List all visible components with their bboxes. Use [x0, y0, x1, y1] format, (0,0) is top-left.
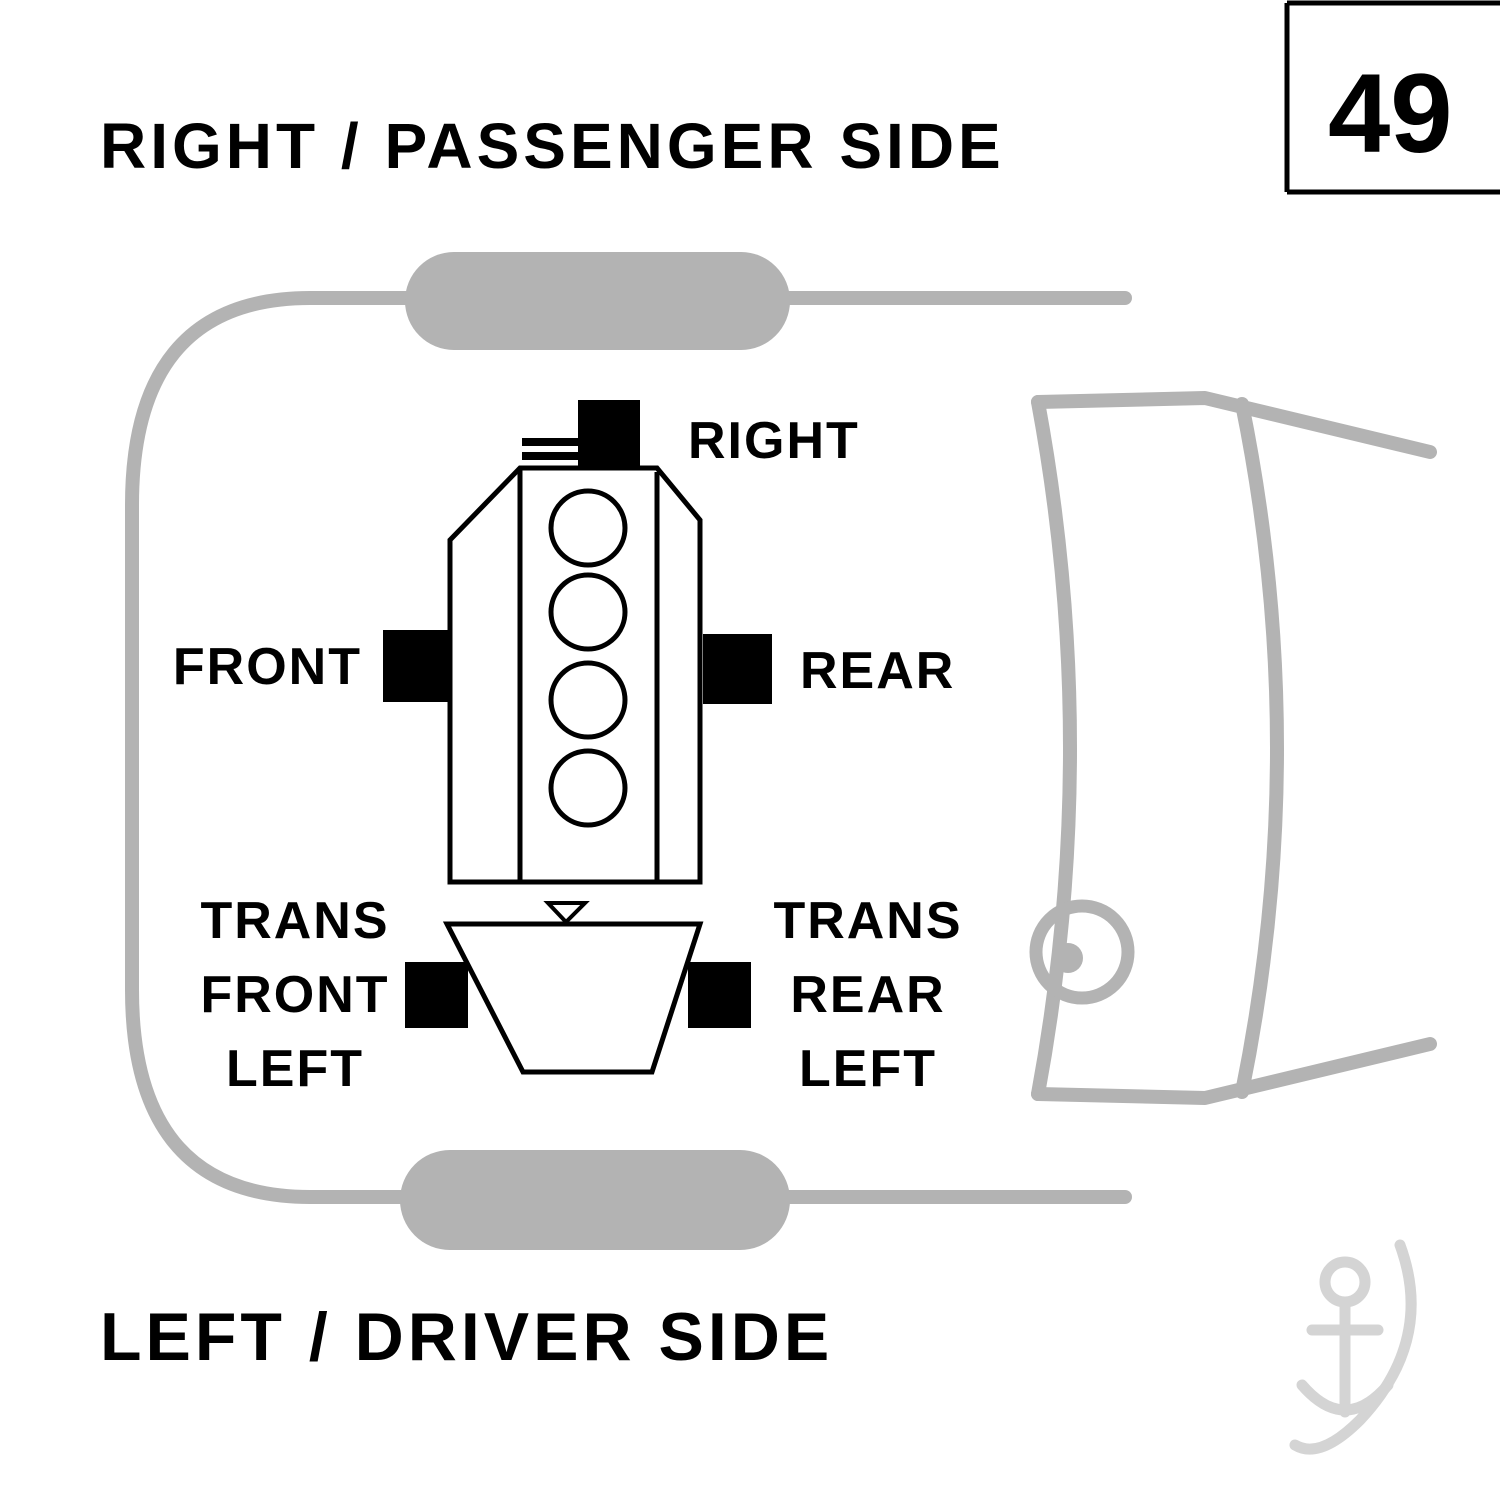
car-bottom-side-line	[1031, 1037, 1437, 1105]
mount-label-trans-front-left-line1: TRANS	[200, 892, 389, 950]
wheel-bottom	[400, 1150, 790, 1250]
right-passenger-side-label: RIGHT / PASSENGER SIDE	[100, 110, 1005, 182]
cylinder-4	[548, 748, 628, 828]
car-top-side-line	[1031, 391, 1437, 459]
car-detail-circle	[1029, 899, 1135, 1005]
watermark-anchor-ring	[1319, 1256, 1371, 1308]
mount-label-trans-rear-left-line3: LEFT	[799, 1040, 937, 1098]
mount-labels: RIGHT FRONT REAR TRANS FRONT LEFT TRANS …	[173, 412, 962, 1098]
car-roof-arc	[1235, 397, 1284, 1099]
mount-right-marker	[578, 400, 640, 468]
mount-label-front: FRONT	[173, 638, 362, 696]
transmission-funnel	[543, 901, 590, 925]
mount-right-pins	[522, 438, 578, 460]
mount-label-trans-rear-left-line1: TRANS	[773, 892, 962, 950]
watermark-anchor-arms	[1296, 1379, 1394, 1416]
mount-label-trans-front-left: TRANS FRONT LEFT	[200, 892, 389, 1098]
engine-block	[447, 465, 703, 885]
mount-label-right: RIGHT	[688, 412, 860, 470]
page-number: 49	[1328, 51, 1453, 176]
mount-rear-marker	[703, 634, 772, 704]
mount-label-trans-front-left-line2: FRONT	[200, 966, 389, 1024]
mount-trans-front-left-marker	[405, 962, 468, 1028]
car-wheels	[400, 252, 790, 1250]
left-driver-side-label: LEFT / DRIVER SIDE	[100, 1299, 833, 1375]
car-body-outline	[125, 291, 1437, 1204]
watermark-swash	[1289, 1239, 1417, 1455]
mount-label-rear: REAR	[800, 642, 955, 700]
mount-trans-rear-left-marker	[688, 962, 751, 1028]
cylinder-1	[548, 488, 628, 568]
mount-front-marker	[383, 630, 452, 702]
mount-label-trans-rear-left-line2: REAR	[790, 966, 945, 1024]
page-number-box	[1284, 0, 1500, 195]
cylinder-3	[548, 660, 628, 740]
mount-markers	[383, 400, 772, 1028]
car-detail-dot	[1053, 943, 1083, 973]
transmission	[442, 901, 704, 1075]
wheel-top	[405, 252, 790, 350]
mount-label-trans-rear-left: TRANS REAR LEFT	[773, 892, 962, 1098]
car-front-bumper-outline	[125, 291, 437, 1204]
watermark-anchor-logo	[1289, 1239, 1417, 1455]
mount-label-trans-front-left-line3: LEFT	[226, 1040, 364, 1098]
transmission-outline	[442, 921, 704, 1075]
cylinder-2	[548, 572, 628, 652]
